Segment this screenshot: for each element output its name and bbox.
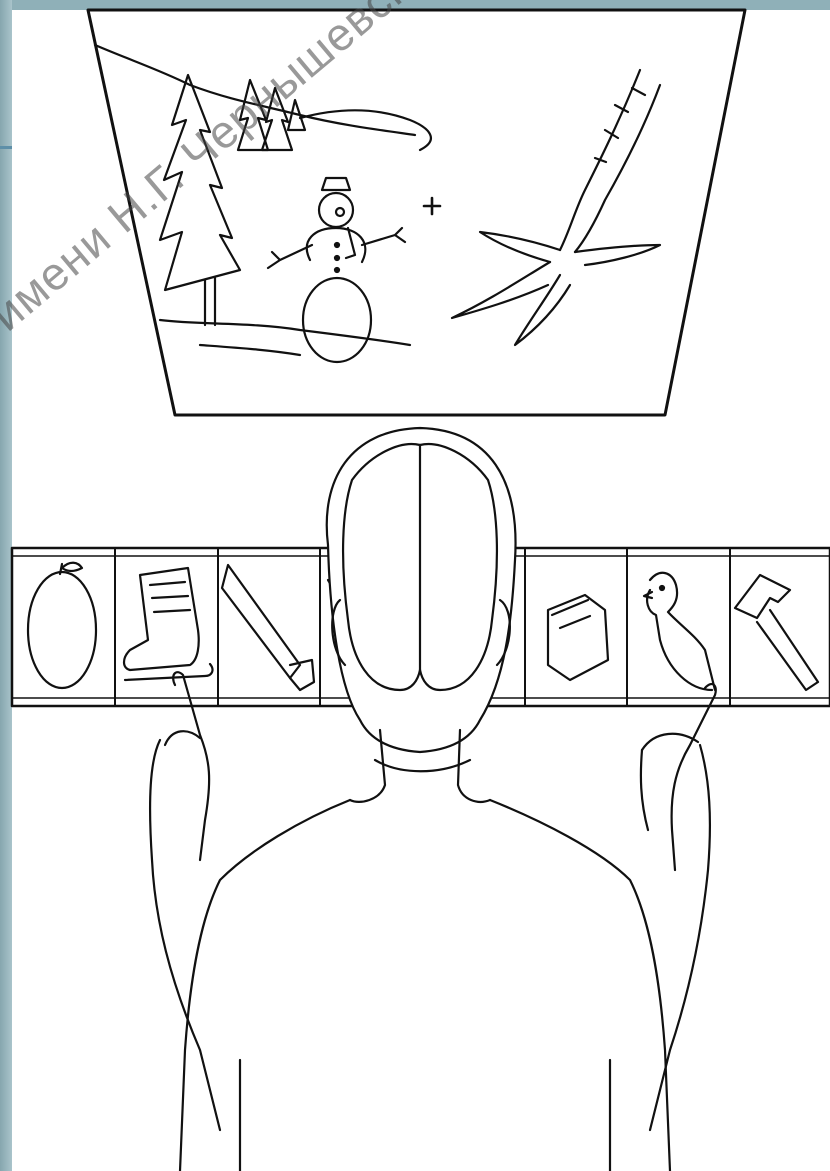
right-hand-pointing <box>641 684 716 1130</box>
person-head <box>327 428 516 752</box>
projection-screen <box>88 10 745 415</box>
person-body <box>180 730 670 1171</box>
